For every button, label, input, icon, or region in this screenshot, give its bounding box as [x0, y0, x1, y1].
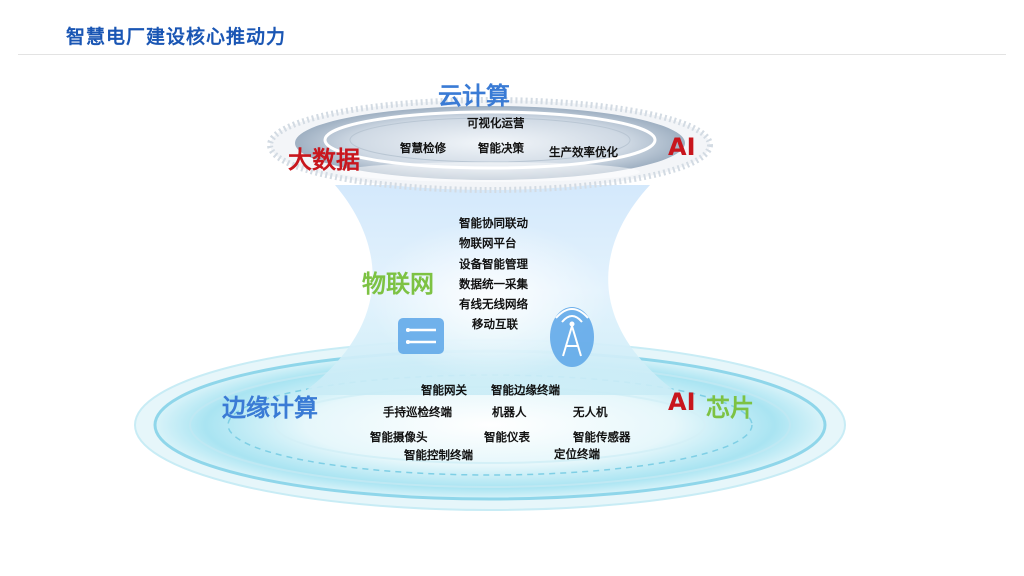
top-item: 智慧检修	[400, 141, 446, 155]
bottom-item: 智能控制终端	[404, 448, 473, 462]
top-item: 可视化运营	[467, 116, 525, 130]
page-title: 智慧电厂建设核心推动力	[66, 26, 287, 48]
bottom-item: 智能仪表	[484, 430, 530, 444]
server-icon	[398, 318, 444, 354]
cloud-computing-heading: 云计算	[438, 82, 510, 110]
ai-label-top: AI	[668, 133, 696, 161]
edge-computing-label: 边缘计算	[222, 394, 318, 422]
top-disc	[267, 97, 713, 193]
middle-item: 移动互联	[472, 317, 518, 331]
bottom-item: 手持巡检终端	[383, 405, 452, 419]
middle-item: 数据统一采集	[459, 277, 528, 291]
bottom-item: 无人机	[573, 405, 608, 419]
bottom-item: 定位终端	[554, 447, 600, 461]
middle-item: 设备智能管理	[459, 257, 528, 271]
big-data-label: 大数据	[288, 146, 360, 174]
top-item: 生产效率优化	[549, 145, 618, 159]
ai-label-bottom: AI	[668, 388, 696, 416]
bottom-item: 智能边缘终端	[491, 383, 560, 397]
bottom-item: 机器人	[492, 405, 527, 419]
bottom-item: 智能传感器	[573, 430, 631, 444]
middle-item: 智能协同联动	[459, 216, 528, 230]
bottom-item: 智能摄像头	[370, 430, 428, 444]
top-item: 智能决策	[478, 141, 524, 155]
signal-tower-icon	[550, 307, 594, 367]
bottom-item: 智能网关	[421, 383, 467, 397]
middle-item: 物联网平台	[459, 236, 517, 250]
iot-heading: 物联网	[362, 270, 434, 298]
middle-item: 有线无线网络	[459, 297, 528, 311]
chip-label: 芯片	[706, 394, 754, 422]
title-divider	[18, 54, 1006, 55]
